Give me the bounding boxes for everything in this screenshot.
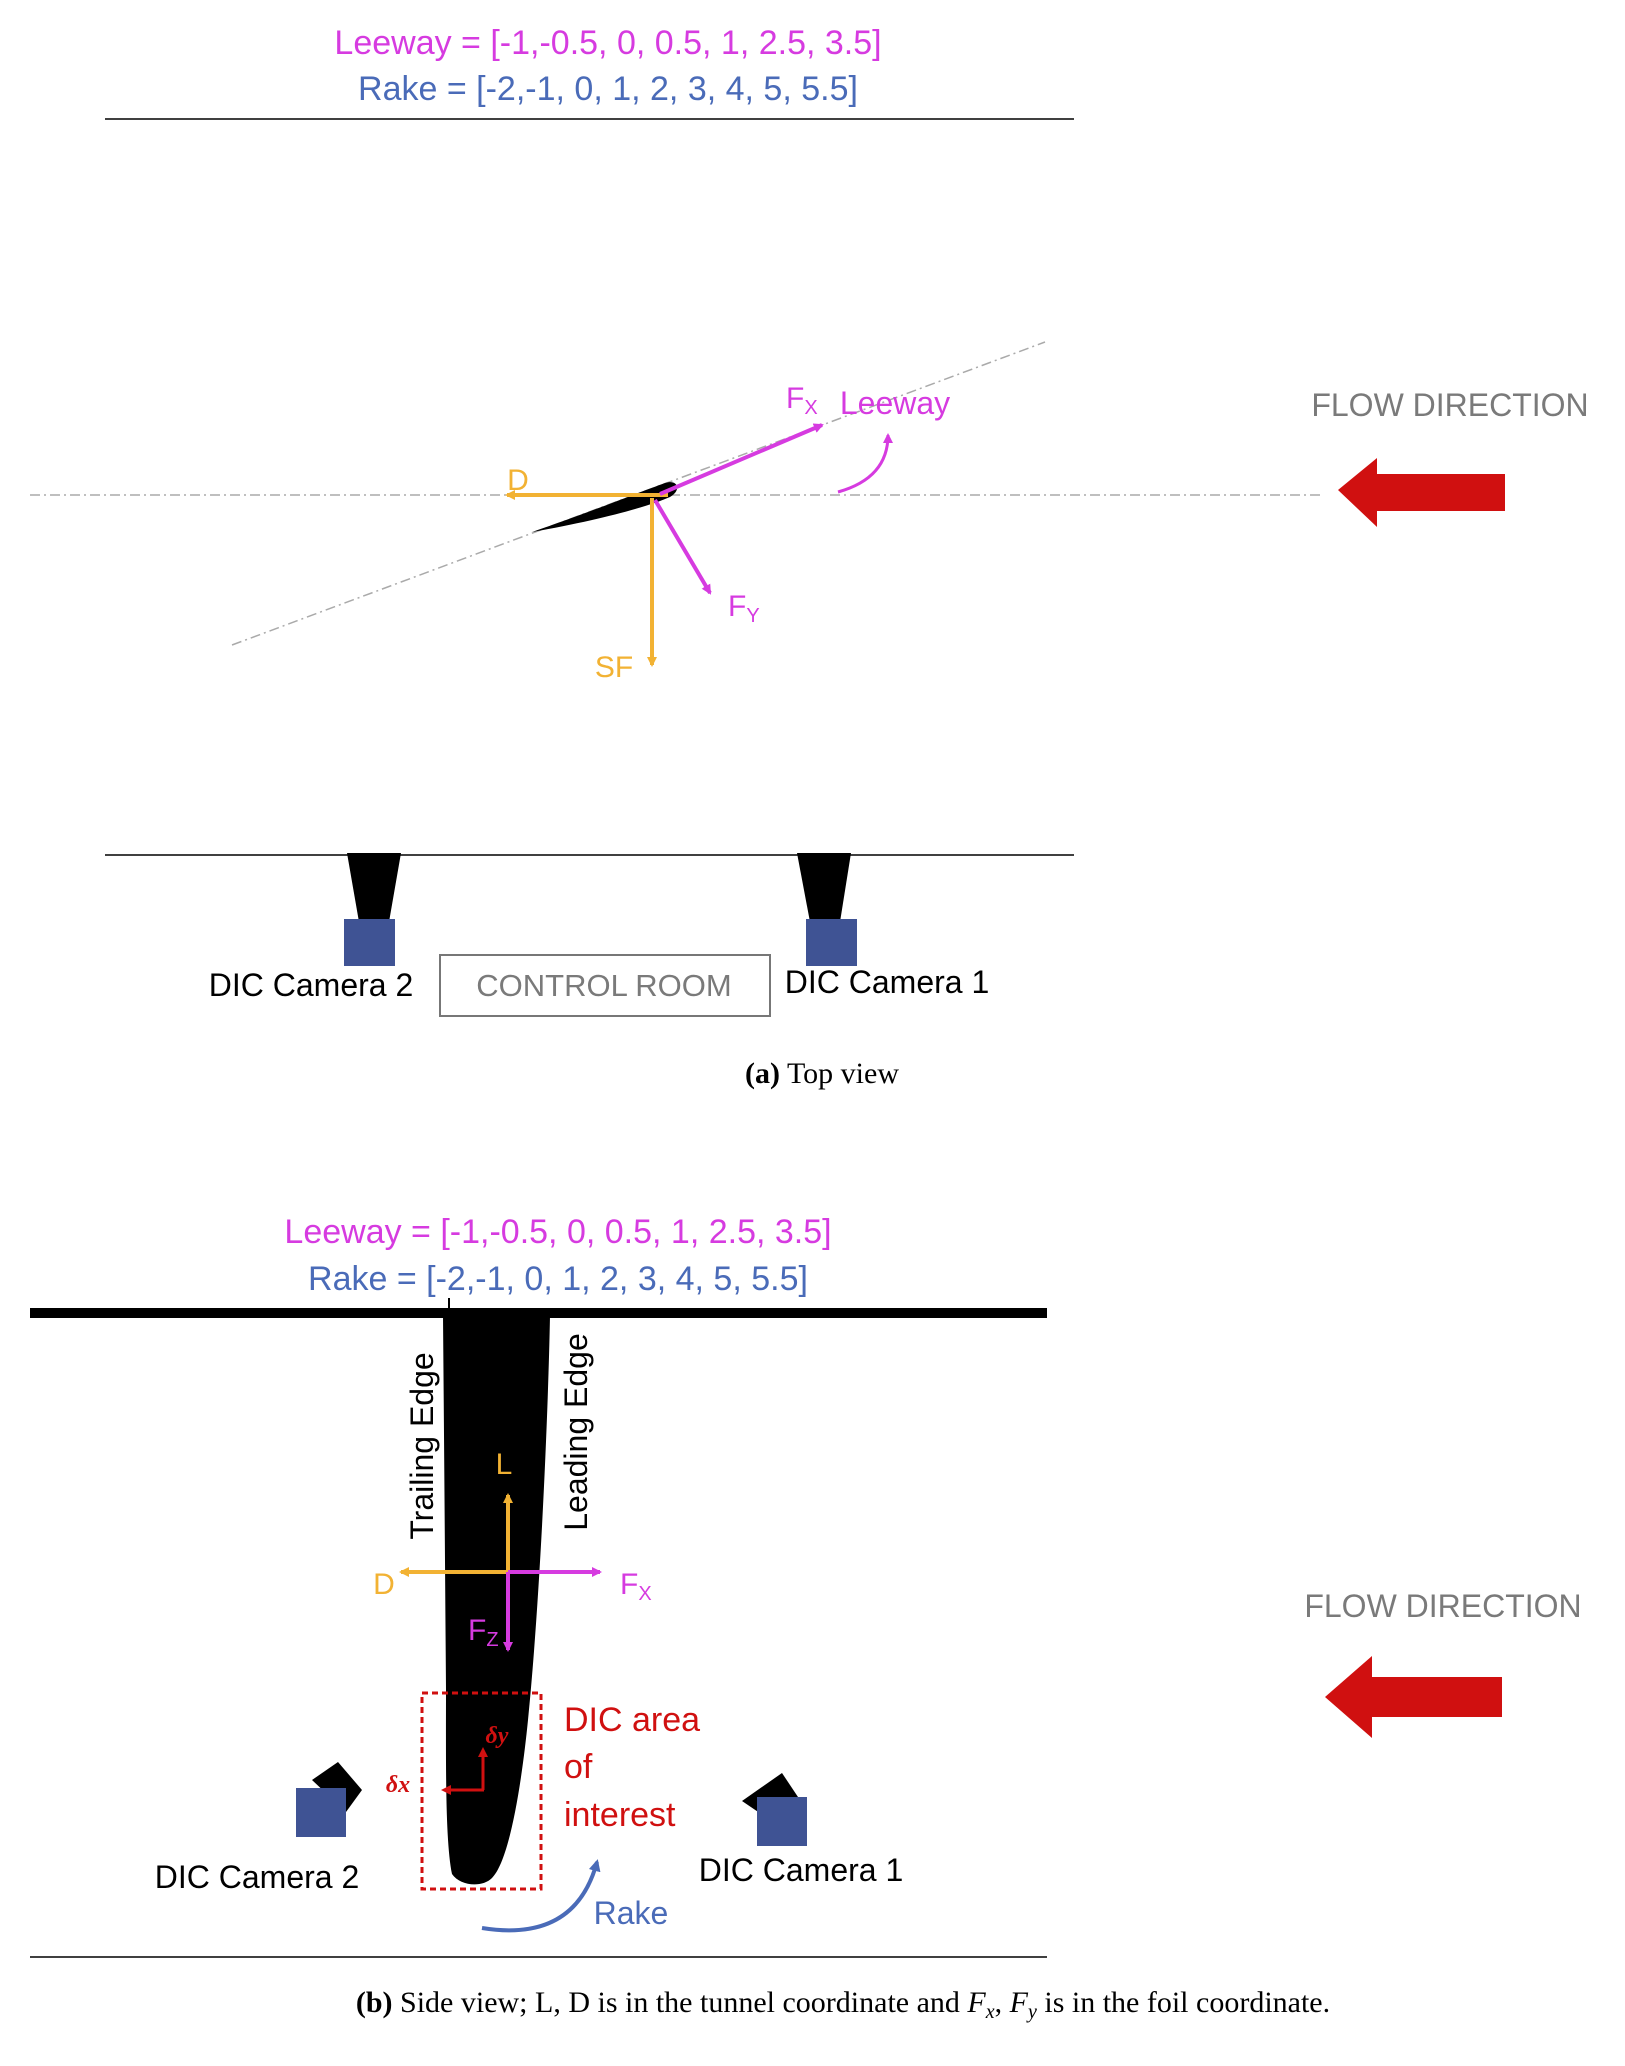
top-flow-direction-arrow (1338, 458, 1505, 527)
top-side-force-label: SF (595, 651, 633, 684)
side-leading-edge-label: Leading Edge (558, 1333, 594, 1531)
top-caption: (a) Top view (745, 1057, 899, 1090)
top-camera2-body (344, 919, 395, 966)
side-camera2-body (296, 1788, 346, 1837)
side-foil (443, 1316, 550, 1885)
top-fx-label: FX (786, 382, 818, 419)
top-camera1-lens (797, 853, 851, 922)
top-foil-section (532, 482, 678, 532)
top-camera2-label: DIC Camera 2 (209, 967, 414, 1003)
side-aoi-label-line2: of (564, 1748, 593, 1786)
top-leeway-angle-arrow (837, 433, 893, 494)
side-flow-direction-label: FLOW DIRECTION (1304, 1588, 1581, 1624)
top-chord-line (231, 341, 1046, 646)
side-fx-label: FX (620, 1568, 652, 1605)
side-camera2-label: DIC Camera 2 (155, 1859, 360, 1895)
top-camera1-label: DIC Camera 1 (785, 964, 990, 1000)
side-camera1-body (757, 1797, 807, 1846)
side-camera2-lens (312, 1762, 362, 1812)
side-rake-angle-label: Rake (594, 1895, 669, 1931)
top-fy-label: FY (728, 590, 760, 627)
side-dx-label: δx (386, 1772, 410, 1798)
side-lift-label: L (496, 1448, 513, 1481)
top-view-panel: Leeway = [-1,-0.5, 0, 0.5, 1, 2.5, 3.5] … (30, 24, 1589, 1090)
side-view-panel: Leeway = [-1,-0.5, 0, 0.5, 1, 2.5, 3.5] … (30, 1213, 1582, 2023)
side-dic-area-box (420, 1691, 543, 1891)
side-flow-direction-arrow (1325, 1656, 1502, 1738)
top-flow-direction-label: FLOW DIRECTION (1311, 387, 1588, 423)
top-leeway-angle-label: Leeway (840, 385, 950, 421)
side-caption: (b) Side view; L, D is in the tunnel coo… (356, 1986, 1330, 2023)
top-camera2-lens (347, 853, 401, 922)
side-dy-label: δy (486, 1723, 509, 1749)
top-fx-arrow (659, 423, 824, 496)
top-control-room-box (439, 954, 771, 1017)
side-camera1-label: DIC Camera 1 (699, 1852, 904, 1888)
top-leeway-range-label: Leeway = [-1,-0.5, 0, 0.5, 1, 2.5, 3.5] (334, 24, 881, 62)
top-camera1-body (806, 919, 857, 966)
top-control-room-label: CONTROL ROOM (476, 968, 731, 1003)
top-fy-arrow (653, 498, 712, 595)
side-trailing-edge-label: Trailing Edge (404, 1352, 440, 1539)
side-drag-label: D (373, 1568, 395, 1601)
side-leeway-range-label: Leeway = [-1,-0.5, 0, 0.5, 1, 2.5, 3.5] (284, 1213, 831, 1251)
side-aoi-label-line3: interest (564, 1796, 676, 1834)
top-rake-range-label: Rake = [-2,-1, 0, 1, 2, 3, 4, 5, 5.5] (358, 70, 858, 108)
side-aoi-label-line1: DIC area (564, 1701, 700, 1739)
top-drag-label: D (507, 464, 529, 497)
side-fz-label: FZ (468, 1614, 499, 1651)
side-rake-angle-arrow (481, 1859, 601, 1933)
side-rake-range-label: Rake = [-2,-1, 0, 1, 2, 3, 4, 5, 5.5] (308, 1260, 808, 1298)
